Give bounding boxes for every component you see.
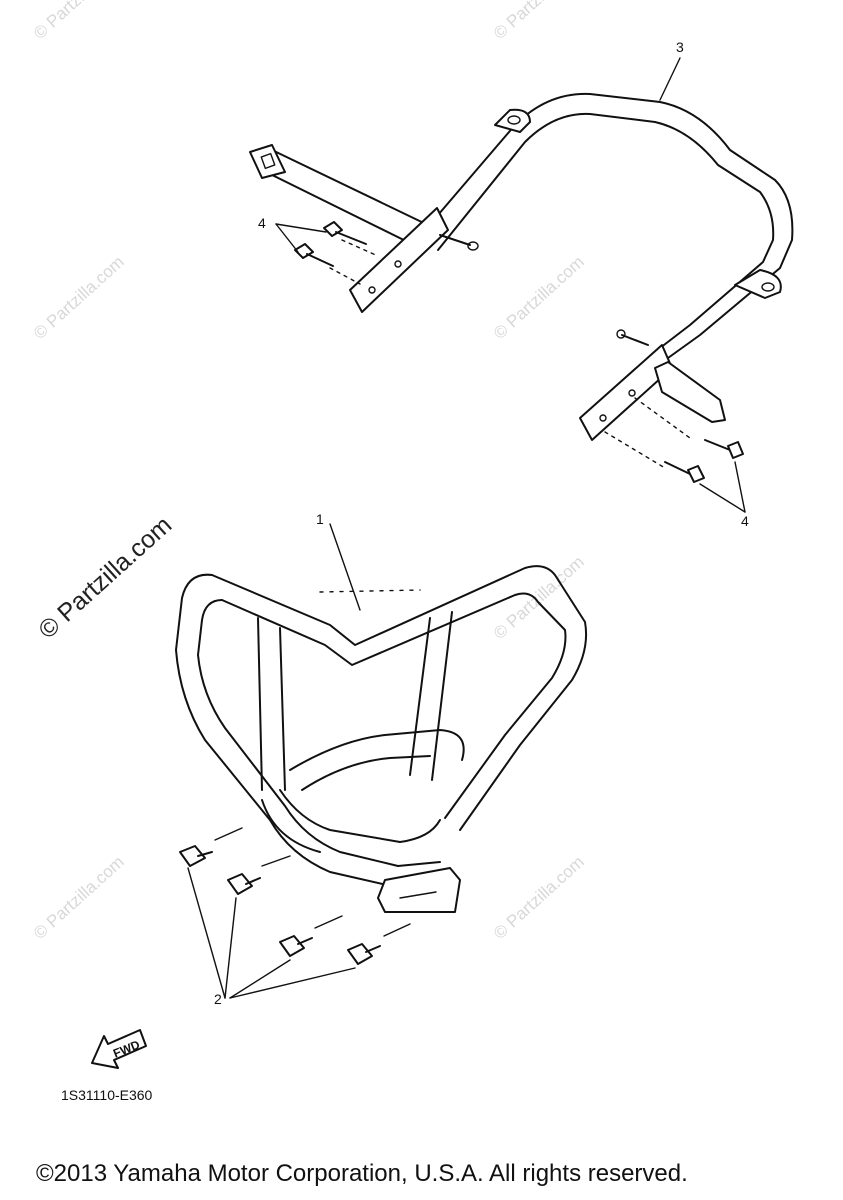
bolt-4-upper-left — [294, 221, 367, 267]
background-watermarks: © Partzilla.com © Partzilla.com © Partzi… — [30, 0, 588, 943]
callout-4-upper: 4 — [258, 215, 266, 231]
part-3-rear-guard — [249, 92, 794, 469]
bolts-2 — [179, 827, 411, 965]
watermark: © Partzilla.com — [490, 0, 588, 43]
copyright-footer: ©2013 Yamaha Motor Corporation, U.S.A. A… — [36, 1160, 688, 1187]
watermark: © Partzilla.com — [490, 852, 588, 943]
part-1-front-bumper — [175, 565, 588, 913]
watermark: © Partzilla.com — [490, 252, 588, 343]
partzilla-watermark: © Partzilla.com — [33, 511, 177, 645]
callout-4-lower: 4 — [741, 513, 749, 529]
diagram-part-code: 1S31110-E360 — [61, 1087, 153, 1103]
watermark: © Partzilla.com — [30, 0, 128, 43]
forward-arrow-icon: FWD — [91, 1029, 147, 1069]
callout-2: 2 — [214, 991, 222, 1007]
watermark: © Partzilla.com — [30, 852, 128, 943]
callout-3: 3 — [676, 39, 684, 55]
callout-leaders — [187, 57, 746, 999]
bolt-4-right — [664, 439, 744, 483]
watermark: © Partzilla.com — [30, 252, 128, 343]
callout-1: 1 — [316, 511, 324, 527]
